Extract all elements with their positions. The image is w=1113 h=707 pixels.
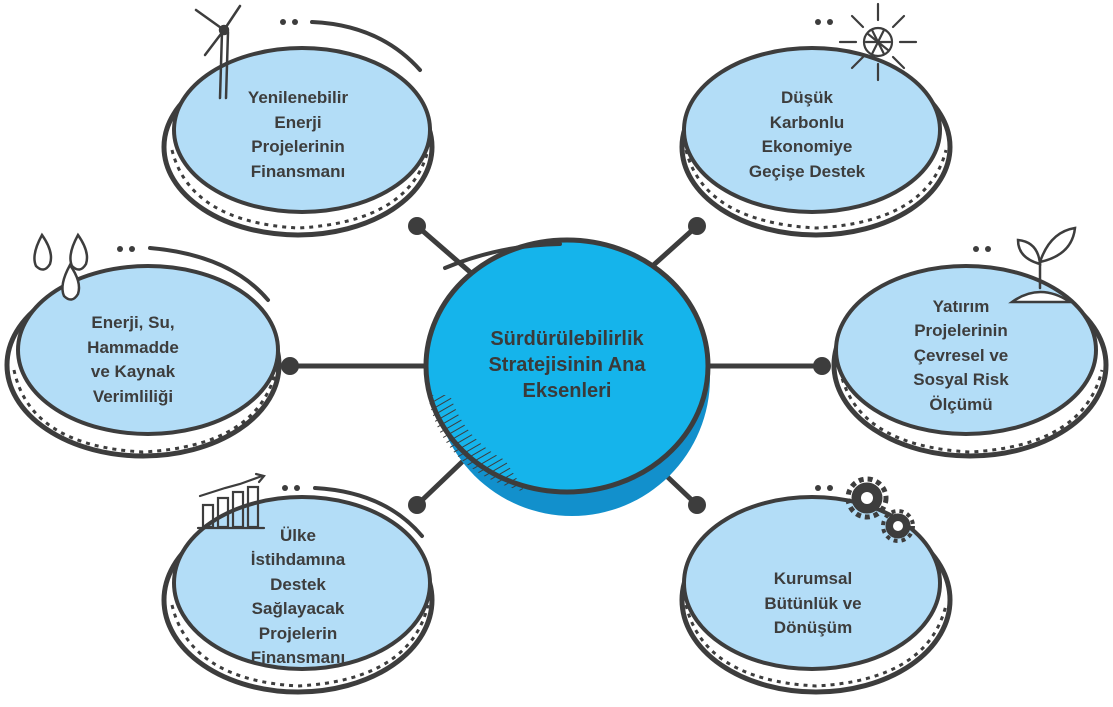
sprout-icon	[1008, 226, 1077, 304]
decor-dots-employment	[282, 485, 300, 491]
node-label-corporate: Kurumsal Bütünlük ve Dönüşüm	[764, 569, 862, 638]
decor-dots-efficiency	[117, 246, 135, 252]
decor-dots-low-carbon	[815, 19, 833, 25]
node-label-efficiency: Enerji, Su, Hammadde ve Kaynak Verimlili…	[87, 313, 179, 406]
node-label-low-carbon: Düşük Karbonlu Ekonomiye Geçişe Destek	[748, 88, 866, 181]
decor-dots-corporate	[815, 485, 833, 491]
sun-icon	[838, 2, 918, 82]
node-low-carbon	[679, 19, 953, 238]
gears-icon	[845, 476, 915, 543]
node-corporate	[679, 485, 953, 695]
decor-dots-renewable	[280, 19, 298, 25]
node-employment	[161, 485, 435, 695]
connector-renewable	[408, 217, 473, 275]
node-label-investment: Yatırım Projelerinin Çevresel ve Sosyal …	[913, 296, 1009, 414]
center-title: Sürdürülebilirlik Stratejisinin Ana Ekse…	[488, 328, 646, 402]
connector-low-carbon	[645, 217, 706, 273]
connector-efficiency	[281, 357, 428, 375]
node-renewable	[161, 19, 435, 238]
water-drops-icon	[33, 232, 89, 301]
connector-investment	[705, 357, 831, 375]
node-label-renewable: Yenilenebilir Enerji Projelerinin Finans…	[247, 88, 349, 181]
decor-dots-investment	[973, 246, 991, 252]
connector-employment	[408, 459, 465, 514]
center-hub	[423, 237, 711, 516]
connectors	[281, 217, 831, 514]
node-efficiency	[4, 246, 282, 459]
wind-turbine-icon	[194, 4, 242, 100]
growth-chart-icon	[196, 472, 266, 530]
node-label-employment: Ülke İstihdamına Destek Sağlayacak Proje…	[250, 525, 346, 668]
node-investment	[831, 246, 1109, 459]
